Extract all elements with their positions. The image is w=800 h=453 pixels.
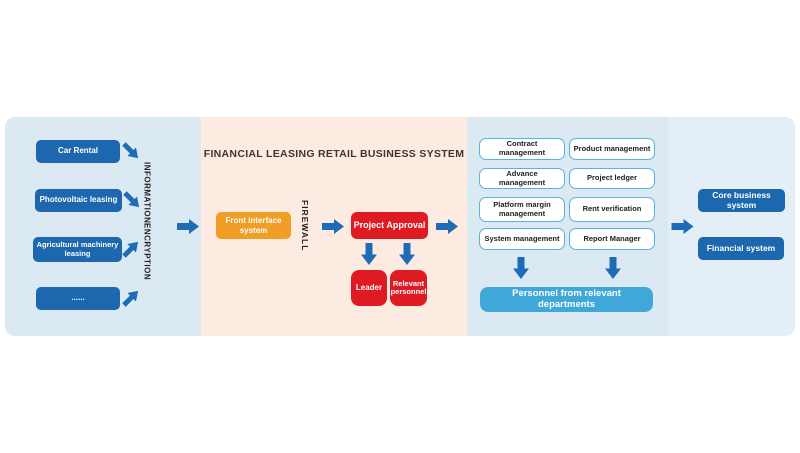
- module-advance-management: Advance management: [479, 168, 565, 189]
- node-core-business-system: Core business system: [698, 189, 785, 212]
- module-contract-management: Contract management: [479, 138, 565, 160]
- arrow-right-icon: [177, 219, 199, 234]
- node-relevant-personnel: Relevant personnel: [390, 270, 427, 306]
- node-project-approval: Project Approval: [351, 212, 428, 239]
- node-agricultural-machinery-leasing: Agricultural machinery leasing: [33, 237, 122, 262]
- node-more-ellipsis: ......: [36, 287, 120, 310]
- module-report-manager: Report Manager: [569, 228, 655, 250]
- arrow-up-right-icon: [120, 287, 143, 310]
- firewall-label: FIREWALL: [296, 198, 314, 254]
- arrow-up-right-icon: [120, 238, 143, 261]
- module-platform-margin-management: Platform margin management: [479, 197, 565, 222]
- arrow-down-icon: [513, 257, 529, 279]
- node-car-rental: Car Rental: [36, 140, 120, 163]
- module-product-management: Product management: [569, 138, 655, 160]
- module-project-ledger: Project ledger: [569, 168, 655, 189]
- relevant-personnel-line2: personnel: [390, 287, 427, 296]
- node-financial-system: Financial system: [698, 237, 784, 260]
- module-system-management: System management: [479, 228, 565, 250]
- arrow-down-right-icon: [120, 140, 143, 163]
- front-interface-line1: Front interface: [225, 216, 282, 226]
- arrow-down-right-icon: [121, 189, 144, 212]
- arrow-right-icon: [436, 219, 458, 234]
- firewall-text: FIREWALL: [300, 200, 311, 252]
- personnel-bar-line2: departments: [537, 298, 595, 310]
- arrow-right-icon: [670, 219, 695, 234]
- node-front-interface-system: Front interface system: [216, 212, 291, 239]
- system-title: FINANCIAL LEASING RETAIL BUSINESS SYSTEM: [203, 148, 465, 160]
- arrow-right-icon: [322, 219, 344, 234]
- arrow-down-icon: [361, 243, 377, 265]
- personnel-bar-line1: Personnel from relevant: [512, 287, 621, 299]
- front-interface-line2: system: [239, 225, 268, 235]
- node-photovoltaic-leasing: Photovoltaic leasing: [35, 189, 122, 212]
- information-encryption-label: INFORMATION ENCRYPTION: [142, 162, 152, 281]
- information-encryption-line1: INFORMATION: [142, 161, 152, 224]
- relevant-personnel-line1: Relevant: [392, 278, 425, 288]
- arrow-down-icon: [399, 243, 415, 265]
- node-personnel-departments: Personnel from relevant departments: [480, 287, 653, 312]
- arrow-down-icon: [605, 257, 621, 279]
- information-encryption-line2: ENCRYPTION: [142, 223, 152, 281]
- node-leader: Leader: [351, 270, 387, 306]
- module-rent-verification: Rent verification: [569, 197, 655, 222]
